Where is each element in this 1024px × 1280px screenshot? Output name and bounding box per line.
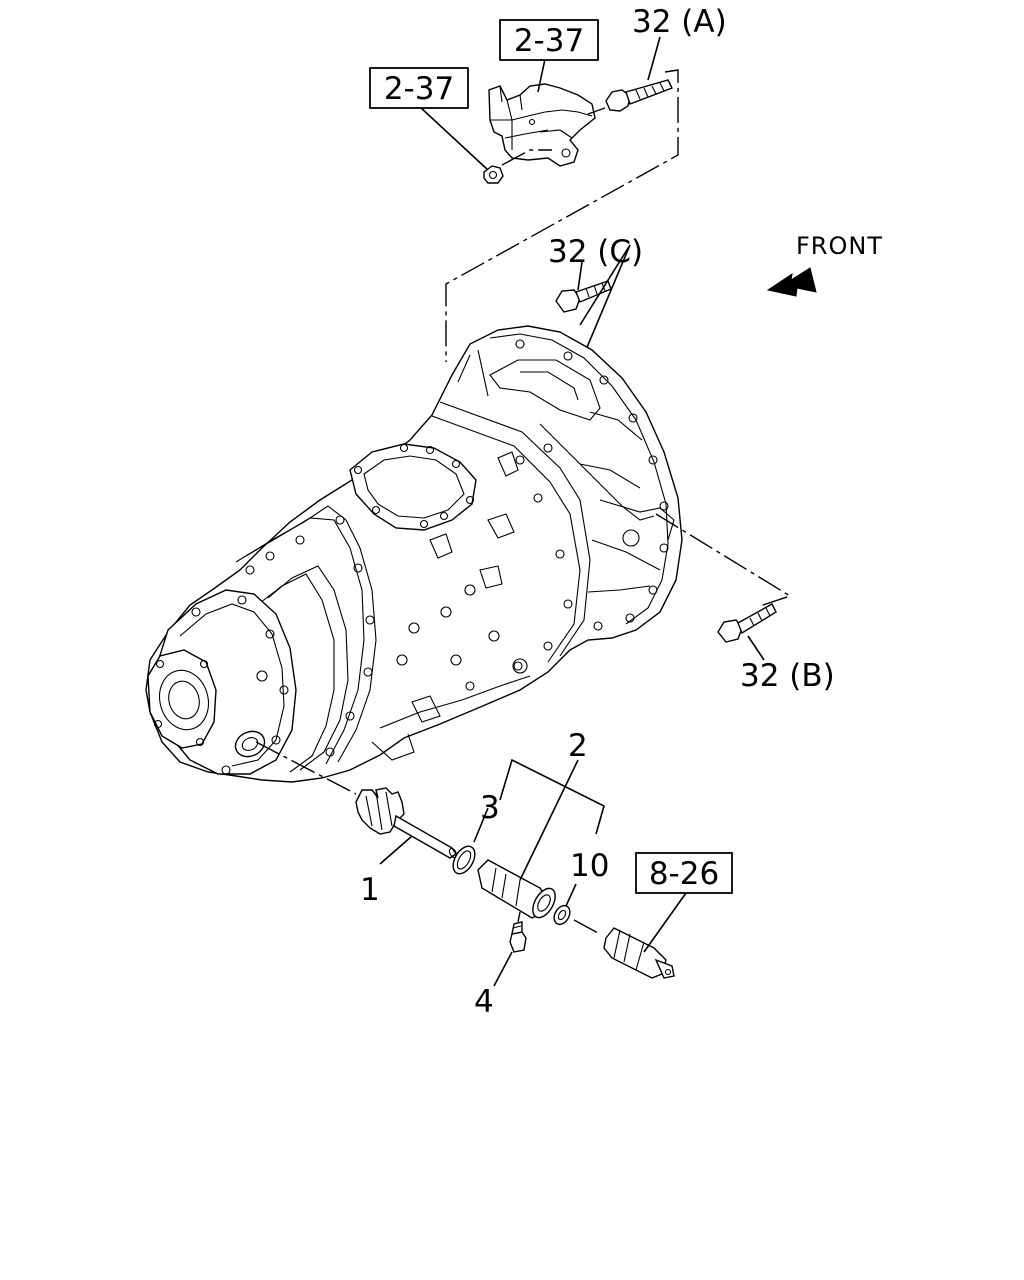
- mounting-bracket: [488, 83, 596, 167]
- bolt-32b: [717, 603, 777, 643]
- part-label-1: 1: [360, 872, 380, 908]
- bolt-label-32a: 32 (A): [632, 4, 727, 40]
- part-label-10: 10: [570, 848, 609, 884]
- part-2-sleeve: [477, 859, 556, 919]
- bracket-nut: [483, 165, 504, 184]
- bolt-32a: [605, 79, 673, 112]
- ref-label-8-26: 8-26: [649, 856, 719, 892]
- part-4-bolt: [509, 921, 527, 953]
- speed-sensor: [603, 927, 675, 979]
- part-3-o-ring: [452, 845, 476, 875]
- part-label-3: 3: [480, 790, 500, 826]
- ref-box-2-37-upper: [499, 19, 599, 61]
- part-1-drive-gear: [355, 787, 458, 859]
- bolt-label-32b: 32 (B): [740, 658, 835, 694]
- front-direction-label: FRONT: [796, 232, 883, 260]
- ref-label-2-37-lower: 2-37: [384, 71, 454, 107]
- ref-box-2-37-lower: [369, 67, 469, 109]
- ref-label-2-37-upper: 2-37: [514, 23, 584, 59]
- part-label-4: 4: [474, 984, 494, 1020]
- front-arrow-icon: [766, 267, 817, 297]
- part-10-seal: [553, 904, 571, 926]
- part-label-2: 2: [568, 728, 588, 764]
- ref-box-8-26: [635, 852, 733, 894]
- bolt-label-32c: 32 (C): [548, 234, 643, 270]
- transmission-case: [145, 325, 683, 783]
- bolt-32c: [555, 280, 612, 313]
